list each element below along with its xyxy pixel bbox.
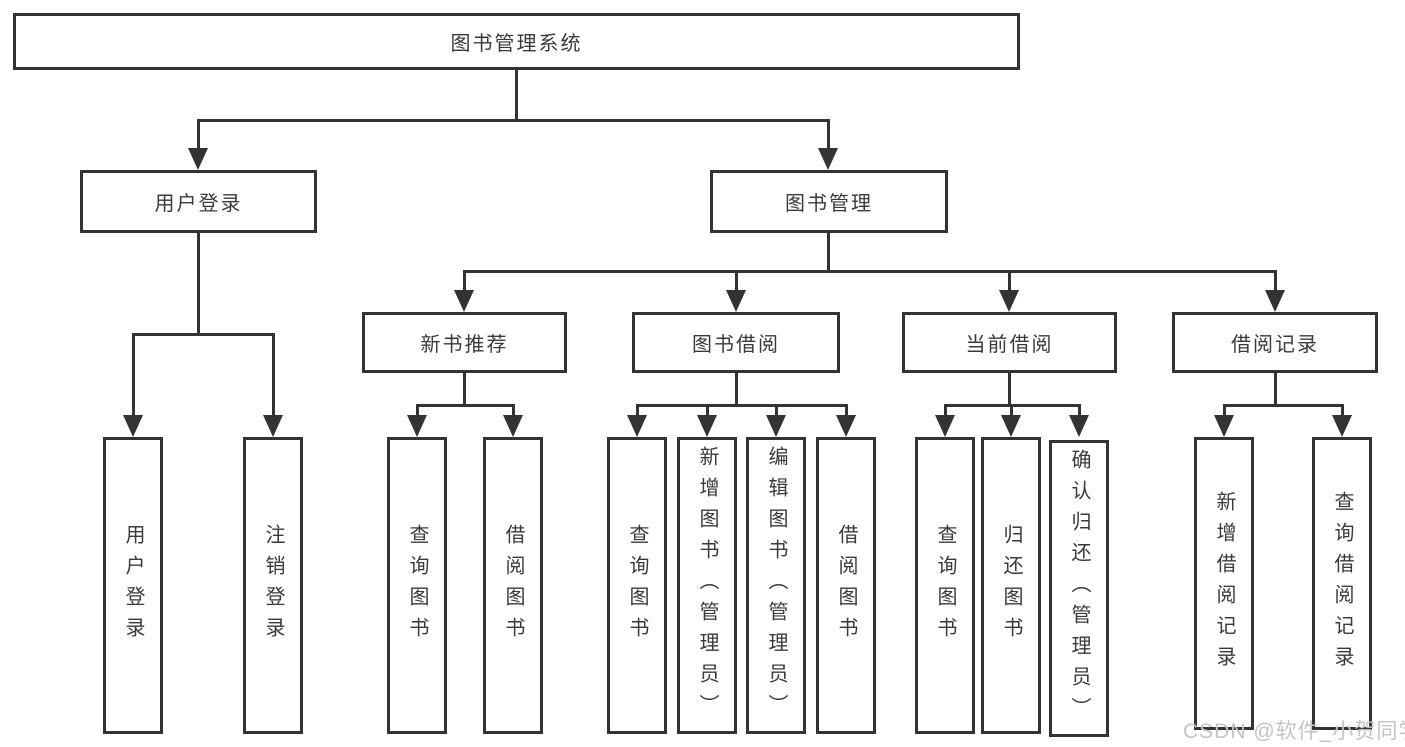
connector-line — [463, 270, 466, 292]
leaf-bb-edit-book-admin: 编辑图书（管理员） — [746, 437, 806, 734]
leaf-cb-query-book-label: 查询图书 — [934, 523, 956, 648]
leaf-cb-return-book-label: 归还图书 — [1000, 523, 1022, 648]
arrow-down-icon — [1214, 415, 1234, 437]
connector-line — [944, 404, 947, 418]
node-user-login-label: 用户登录 — [154, 193, 243, 215]
leaf-user-login: 用户登录 — [103, 437, 163, 734]
connector-line — [197, 232, 200, 335]
arrow-down-icon — [263, 415, 283, 437]
arrow-down-icon — [697, 415, 717, 437]
connector-line — [706, 404, 709, 418]
node-user-login: 用户登录 — [80, 170, 317, 233]
node-book-borrow-label: 图书借阅 — [692, 334, 780, 356]
arrow-down-icon — [188, 148, 208, 170]
leaf-user-login-label: 用户登录 — [122, 523, 144, 648]
connector-line — [416, 404, 419, 418]
leaf-bb-query-book: 查询图书 — [607, 437, 667, 734]
arrow-down-icon — [1265, 290, 1285, 312]
leaf-nbr-query-book: 查询图书 — [387, 437, 447, 734]
connector-line — [1274, 373, 1277, 406]
node-new-book-recommend: 新书推荐 — [362, 312, 567, 373]
connector-line — [132, 333, 135, 417]
connector-line — [1223, 404, 1343, 407]
arrow-down-icon — [627, 415, 647, 437]
arrow-down-icon — [766, 415, 786, 437]
leaf-br-add-record: 新增借阅记录 — [1194, 437, 1254, 730]
node-book-borrow: 图书借阅 — [632, 312, 840, 373]
connector-line — [1008, 270, 1011, 292]
connector-line — [197, 119, 830, 122]
leaf-cb-return-book: 归还图书 — [981, 437, 1041, 734]
leaf-nbr-borrow-book: 借阅图书 — [483, 437, 543, 734]
arrow-down-icon — [818, 148, 838, 170]
node-new-book-recommend-label: 新书推荐 — [420, 334, 509, 356]
connector-line — [827, 119, 830, 151]
connector-line — [512, 404, 515, 418]
node-current-borrow: 当前借阅 — [902, 312, 1117, 373]
leaf-br-add-record-label: 新增借阅记录 — [1213, 490, 1235, 677]
connector-line — [1274, 270, 1277, 292]
leaf-cb-query-book: 查询图书 — [915, 437, 975, 734]
arrow-down-icon — [503, 415, 523, 437]
node-borrow-records-label: 借阅记录 — [1231, 334, 1319, 356]
node-book-management-label: 图书管理 — [785, 193, 873, 215]
connector-line — [735, 373, 738, 406]
leaf-br-query-record: 查询借阅记录 — [1312, 437, 1372, 730]
arrow-down-icon — [726, 290, 746, 312]
connector-line — [636, 404, 847, 407]
connector-line — [845, 404, 848, 418]
node-root: 图书管理系统 — [13, 13, 1020, 70]
arrow-down-icon — [1001, 415, 1021, 437]
arrow-down-icon — [935, 415, 955, 437]
leaf-bb-query-book-label: 查询图书 — [626, 523, 648, 648]
connector-line — [1223, 404, 1226, 418]
arrow-down-icon — [836, 415, 856, 437]
connector-line — [735, 270, 738, 292]
watermark: CSDN @软件_小贺同学 — [1183, 720, 1405, 743]
connector-line — [463, 270, 1277, 273]
leaf-nbr-borrow-book-label: 借阅图书 — [502, 523, 524, 648]
node-book-management: 图书管理 — [710, 170, 948, 233]
arrow-down-icon — [454, 290, 474, 312]
connector-line — [775, 404, 778, 418]
arrow-down-icon — [999, 290, 1019, 312]
connector-line — [1078, 404, 1081, 418]
connector-line — [463, 373, 466, 406]
leaf-logout-label: 注销登录 — [262, 523, 284, 648]
connector-line — [1010, 404, 1013, 418]
leaf-nbr-query-book-label: 查询图书 — [406, 523, 428, 648]
leaf-bb-edit-book-admin-label: 编辑图书（管理员） — [765, 446, 787, 725]
connector-line — [1341, 404, 1344, 418]
connector-line — [515, 69, 518, 121]
connector-line — [1008, 373, 1011, 406]
connector-line — [197, 119, 200, 151]
arrow-down-icon — [407, 415, 427, 437]
connector-line — [416, 404, 515, 407]
node-current-borrow-label: 当前借阅 — [965, 334, 1054, 356]
leaf-bb-add-book-admin-label: 新增图书（管理员） — [696, 446, 718, 725]
node-root-label: 图书管理系统 — [450, 33, 583, 55]
connector-line — [132, 333, 275, 336]
leaf-logout: 注销登录 — [243, 437, 303, 734]
leaf-bb-add-book-admin: 新增图书（管理员） — [677, 437, 737, 734]
connector-line — [272, 333, 275, 417]
connector-line — [636, 404, 639, 418]
leaf-bb-borrow-book-label: 借阅图书 — [835, 523, 857, 648]
leaf-cb-confirm-return-admin: 确认归还（管理员） — [1049, 440, 1109, 737]
arrow-down-icon — [1332, 415, 1352, 437]
leaf-br-query-record-label: 查询借阅记录 — [1331, 490, 1353, 677]
arrow-down-icon — [1069, 415, 1089, 437]
leaf-cb-confirm-return-admin-label: 确认归还（管理员） — [1068, 449, 1090, 728]
connector-line — [827, 232, 830, 272]
leaf-bb-borrow-book: 借阅图书 — [816, 437, 876, 734]
node-borrow-records: 借阅记录 — [1172, 312, 1378, 373]
arrow-down-icon — [123, 415, 143, 437]
